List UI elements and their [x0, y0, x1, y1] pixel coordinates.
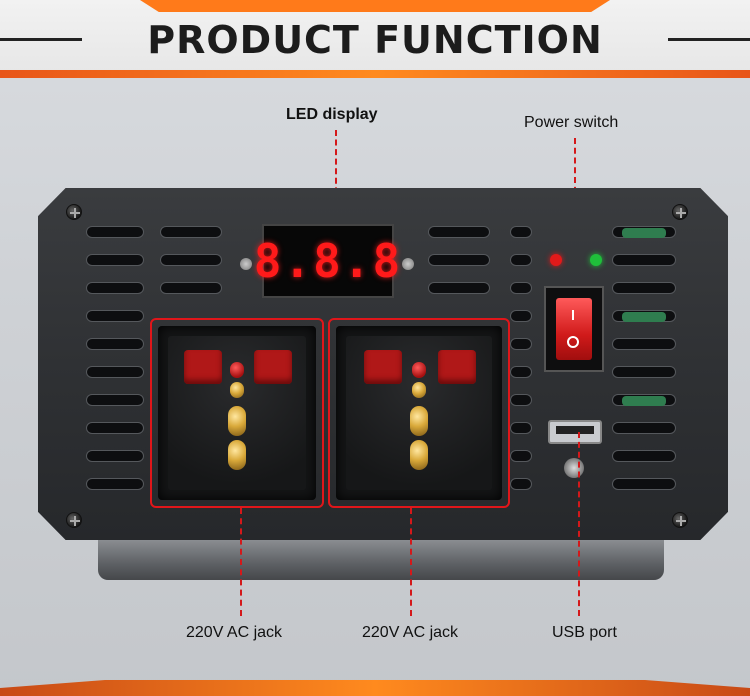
screw-icon [66, 512, 82, 528]
power-switch[interactable] [544, 286, 604, 372]
vent-slot [428, 254, 490, 266]
vent-slot [612, 450, 676, 462]
led-readout: 8.8.8 [253, 234, 403, 288]
status-indicator-green [590, 254, 602, 266]
banner-accent-bottom [0, 70, 750, 78]
vent-slot [86, 422, 144, 434]
banner-rule-left [0, 38, 82, 41]
socket-shutter-icon [254, 350, 292, 384]
ac-socket-right[interactable] [336, 326, 502, 500]
led-display: 8.8.8 [254, 224, 400, 298]
screw-icon [672, 204, 688, 220]
banner-rule-right [668, 38, 750, 41]
footer-accent [0, 680, 750, 696]
callout-ac-jack-left: 220V AC jack [186, 624, 283, 641]
socket-pin-icon [230, 382, 244, 398]
socket-pin-icon [410, 440, 428, 470]
vent-slot [160, 226, 222, 238]
callout-ac-jack-right: 220V AC jack [362, 624, 459, 641]
screw-icon [672, 512, 688, 528]
vent-slot [160, 254, 222, 266]
vent-slot [510, 422, 532, 434]
inverter-base-plate [98, 540, 664, 580]
socket-pin-icon [230, 362, 244, 378]
ac-socket-left[interactable] [158, 326, 316, 500]
vent-slot [86, 394, 144, 406]
screw-icon [66, 204, 82, 220]
usb-port-tongue [556, 426, 594, 434]
vent-slot [612, 254, 676, 266]
pcb-glimpse [622, 396, 666, 406]
callout-line-led [335, 130, 337, 222]
vent-slot [612, 422, 676, 434]
vent-slot [86, 226, 144, 238]
socket-pin-icon [228, 406, 246, 436]
vent-slot [612, 282, 676, 294]
vent-slot [612, 478, 676, 490]
vent-slot [428, 282, 490, 294]
vent-slot [510, 282, 532, 294]
vent-slot [510, 338, 532, 350]
power-switch-rocker[interactable] [556, 298, 592, 360]
vent-slot [86, 450, 144, 462]
banner-accent-top [140, 0, 610, 12]
socket-pin-icon [410, 406, 428, 436]
screw-icon [402, 258, 414, 270]
vent-slot [86, 310, 144, 322]
ac-jack-highlight-right [328, 318, 510, 508]
socket-face [346, 336, 492, 490]
vent-slot [510, 450, 532, 462]
vent-slot [428, 226, 490, 238]
vent-slot [160, 282, 222, 294]
vent-slot [86, 254, 144, 266]
ac-jack-highlight-left [150, 318, 324, 508]
socket-pin-icon [412, 362, 426, 378]
vent-slot [86, 282, 144, 294]
vent-slot [86, 338, 144, 350]
socket-shutter-icon [364, 350, 402, 384]
page-title: PRODUCT FUNCTION [147, 18, 603, 62]
switch-on-mark-icon [572, 310, 574, 320]
callout-line-jack-right [410, 508, 412, 616]
socket-shutter-icon [184, 350, 222, 384]
fuse-holder-icon [564, 458, 584, 478]
switch-off-mark-icon [567, 336, 579, 348]
status-indicator-red [550, 254, 562, 266]
header-banner: PRODUCT FUNCTION [0, 0, 750, 78]
vent-slot [510, 394, 532, 406]
callout-power-switch: Power switch [524, 114, 619, 131]
vent-slot [510, 226, 532, 238]
socket-face [168, 336, 306, 490]
vent-slot [86, 478, 144, 490]
callout-line-usb [578, 432, 580, 616]
socket-shutter-icon [438, 350, 476, 384]
vent-slot [510, 310, 532, 322]
callout-led-display: LED display [286, 106, 378, 123]
vent-slot [510, 366, 532, 378]
socket-pin-icon [412, 382, 426, 398]
socket-pin-icon [228, 440, 246, 470]
vent-slot [612, 338, 676, 350]
pcb-glimpse [622, 312, 666, 322]
vent-slot [510, 254, 532, 266]
vent-slot [86, 366, 144, 378]
usb-port[interactable] [548, 420, 602, 444]
screw-icon [240, 258, 252, 270]
vent-slot [510, 478, 532, 490]
callout-line-jack-left [240, 508, 242, 616]
pcb-glimpse [622, 228, 666, 238]
callout-usb-port: USB port [552, 624, 617, 641]
vent-slot [612, 366, 676, 378]
